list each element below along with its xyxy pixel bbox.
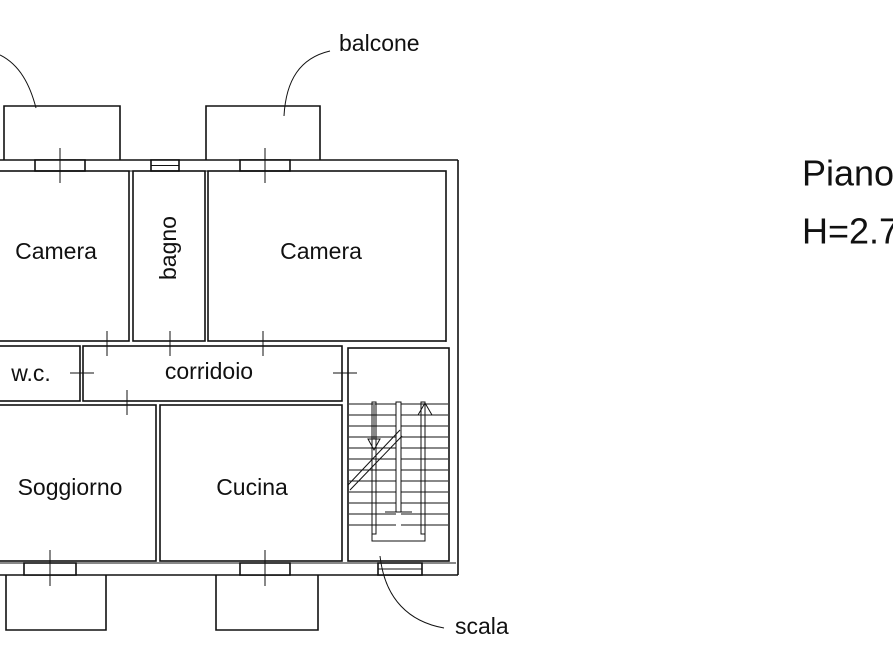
room-camera-left — [0, 170, 130, 342]
room-camera-right — [207, 170, 447, 342]
room-cucina — [159, 404, 343, 562]
window-bottom-2 — [239, 550, 291, 586]
label-bagno: bagno — [155, 216, 181, 280]
door-marks — [70, 331, 357, 415]
staircase — [347, 347, 450, 562]
window-top-1 — [34, 148, 86, 183]
floor-height: H=2.7 — [802, 211, 893, 252]
balcony-top-right — [205, 105, 321, 160]
leader-lines — [0, 50, 445, 629]
floor-title: Piano — [802, 153, 893, 194]
label-wc: w.c. — [10, 360, 51, 386]
room-soggiorno — [0, 404, 157, 562]
balcony-top-left — [3, 105, 121, 160]
window-top-bagno — [150, 159, 180, 172]
label-scala: scala — [455, 613, 509, 639]
label-balcone: balcone — [339, 30, 420, 56]
window-bottom-scala — [377, 562, 423, 576]
label-soggiorno: Soggiorno — [18, 474, 123, 500]
label-cucina: Cucina — [216, 474, 288, 500]
balcony-bottom-left — [5, 575, 107, 631]
room-bagno — [132, 170, 206, 342]
window-bottom-1 — [23, 550, 77, 586]
window-top-2 — [239, 148, 291, 183]
balcony-bottom-right — [215, 575, 319, 631]
label-camera-right: Camera — [280, 238, 362, 264]
label-camera-left: Camera — [15, 238, 97, 264]
label-corridoio: corridoio — [165, 358, 253, 384]
